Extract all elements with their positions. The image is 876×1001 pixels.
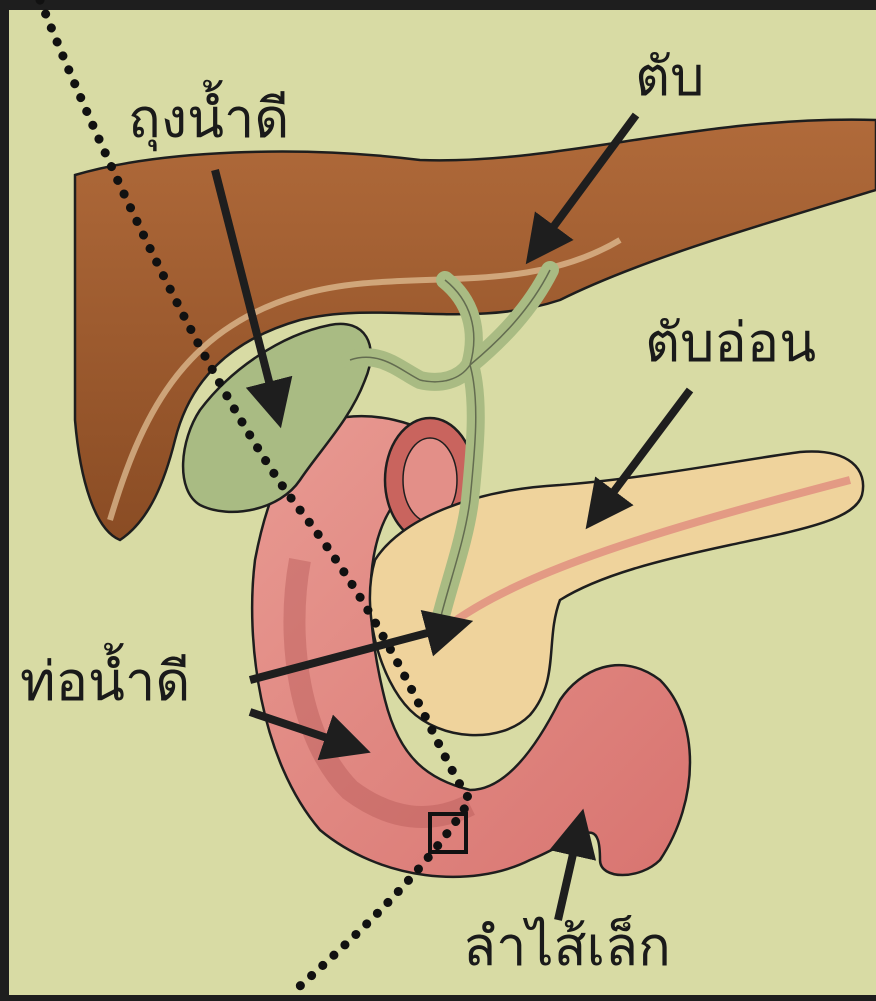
label-bile-duct: ท่อน้ำดี	[20, 655, 190, 709]
label-small-intestine: ลำไส้เล็ก	[463, 920, 671, 974]
label-gallbladder: ถุงน้ำดี	[128, 92, 289, 146]
label-liver: ตับ	[635, 50, 704, 104]
label-pancreas: ตับอ่อน	[645, 316, 816, 370]
